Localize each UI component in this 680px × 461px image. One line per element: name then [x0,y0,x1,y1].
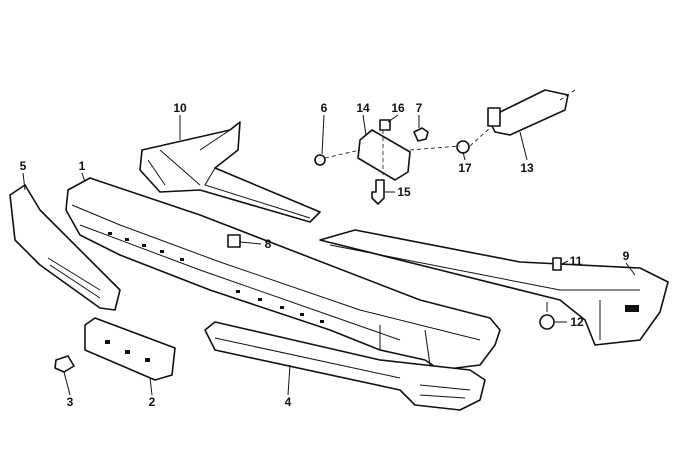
part-2-bracket [84,317,176,381]
callout-15: 15 [397,185,411,199]
part-9-right-section [319,229,669,346]
callout-9: 9 [623,249,630,263]
callout-11: 11 [570,254,583,268]
part-11-clip [552,257,562,271]
leader-lines [22,114,636,396]
callout-6: 6 [321,101,328,115]
callout-16: 16 [391,101,405,115]
fastener-group [314,89,576,205]
callout-14: 14 [356,101,370,115]
part-5-side-bracket [9,184,121,311]
callout-2: 2 [149,395,156,409]
part-4-lower-spoiler [204,321,486,411]
callout-8: 8 [265,237,272,251]
callout-7: 7 [416,101,423,115]
callout-4: 4 [285,395,292,409]
callout-13: 13 [520,161,534,175]
callout-labels: 10 6 14 16 7 5 1 17 13 15 8 11 9 12 3 2 … [20,101,630,409]
callout-10: 10 [173,101,187,115]
part-12-screw [539,302,555,330]
callout-3: 3 [67,395,74,409]
callout-17: 17 [458,161,472,175]
callout-5: 5 [20,159,27,173]
part-10-upper-trim [139,121,321,223]
part-3-clip [54,355,75,373]
callout-12: 12 [570,315,584,329]
callout-1: 1 [79,159,86,173]
part-8-nut [227,234,241,248]
